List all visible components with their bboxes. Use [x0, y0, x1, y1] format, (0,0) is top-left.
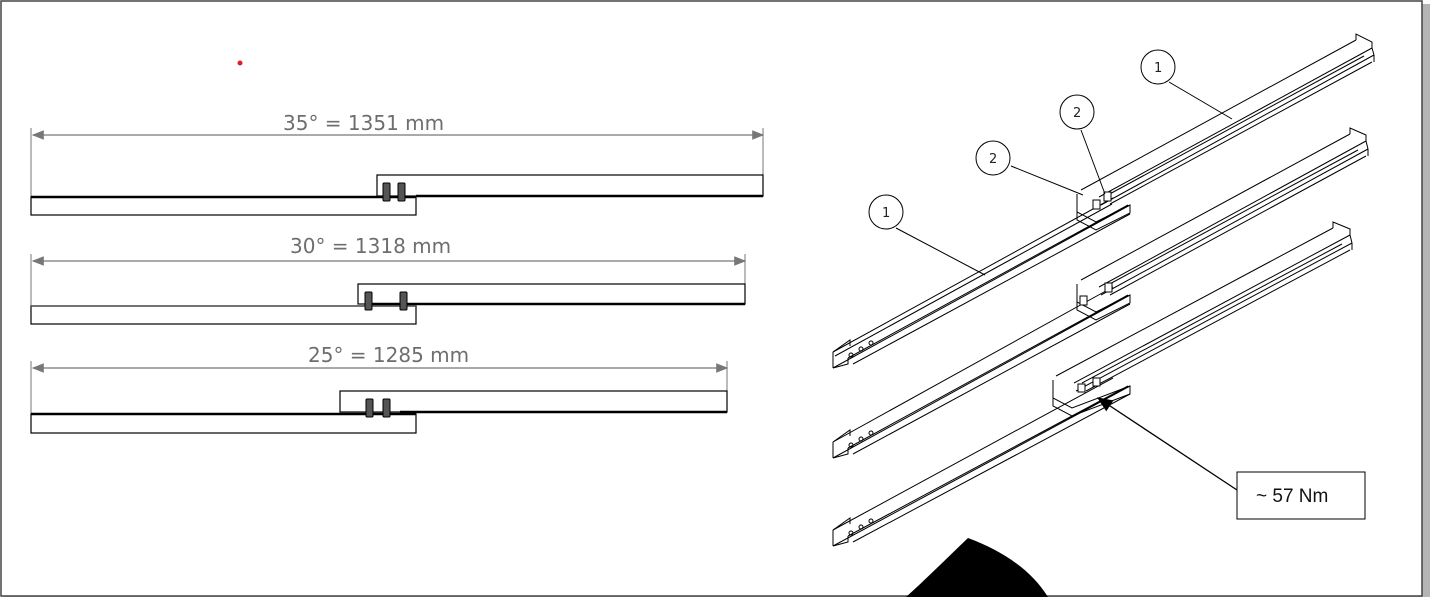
svg-text:2: 2 — [989, 152, 997, 167]
dimension-label-35: 35° = 1351 mm — [283, 111, 444, 135]
side-view-30: 30° = 1318 mm — [30, 234, 747, 325]
iso-rail-assembly-bottom — [832, 221, 1353, 547]
rail-upper-35 — [376, 174, 764, 197]
svg-text:1: 1 — [1154, 61, 1162, 76]
rail-upper-25 — [339, 390, 728, 413]
balloon-1-left: 1 — [868, 194, 986, 276]
curved-arrow-shape — [906, 538, 1048, 597]
torque-callout-box — [1236, 471, 1366, 520]
svg-text:2: 2 — [1073, 106, 1081, 121]
side-view-25: 25° = 1285 mm — [30, 343, 729, 434]
balloon-1-top: 1 — [1140, 49, 1233, 120]
torque-leader-arrow — [1096, 397, 1238, 491]
dimension-label-25: 25° = 1285 mm — [308, 343, 469, 367]
dimension-label-30: 30° = 1318 mm — [290, 234, 451, 258]
iso-rail-assembly-middle — [832, 127, 1369, 459]
torque-callout: ~ 57 Nm — [1096, 397, 1366, 520]
rail-upper-30 — [357, 283, 746, 305]
bolt-pair-30 — [364, 291, 408, 311]
balloon-2-top: 2 — [1059, 94, 1106, 195]
rail-lower-25 — [30, 413, 417, 434]
rail-lower-35 — [30, 196, 417, 216]
bolt-pair-25 — [365, 398, 391, 418]
rail-lower-30 — [30, 305, 417, 325]
balloon-2-left: 2 — [975, 140, 1084, 196]
iso-rail-assembly-top — [832, 33, 1375, 369]
side-view-35: 35° = 1351 mm — [30, 111, 765, 216]
bolt-pair-35 — [382, 182, 406, 202]
red-marker-dot — [237, 60, 243, 66]
torque-callout-label: ~ 57 Nm — [1256, 486, 1328, 507]
svg-text:1: 1 — [882, 206, 890, 221]
